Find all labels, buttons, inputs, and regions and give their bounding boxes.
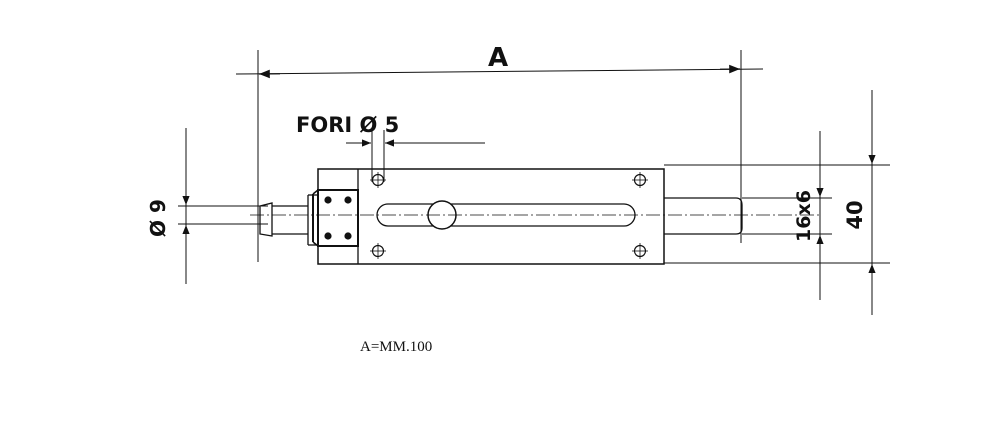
- dimension-pin: [178, 128, 268, 284]
- dimension-height: [664, 90, 890, 315]
- label-slot: 16x6: [793, 190, 815, 242]
- mounting-holes: [370, 172, 648, 259]
- bolt-body: [317, 168, 665, 265]
- label-length: A: [488, 43, 508, 73]
- knob-block: [312, 189, 359, 247]
- dimension-slot: [742, 131, 832, 300]
- dimension-holes: [346, 130, 485, 182]
- dimension-a: [235, 50, 764, 262]
- label-pin-diameter: Ø 9: [146, 199, 170, 237]
- bolt-pin: [259, 194, 318, 246]
- bolt-rod: [664, 197, 743, 235]
- label-height: 40: [843, 200, 867, 229]
- label-holes: FORI Ø 5: [296, 113, 399, 137]
- length-note: A=MM.100: [360, 339, 433, 355]
